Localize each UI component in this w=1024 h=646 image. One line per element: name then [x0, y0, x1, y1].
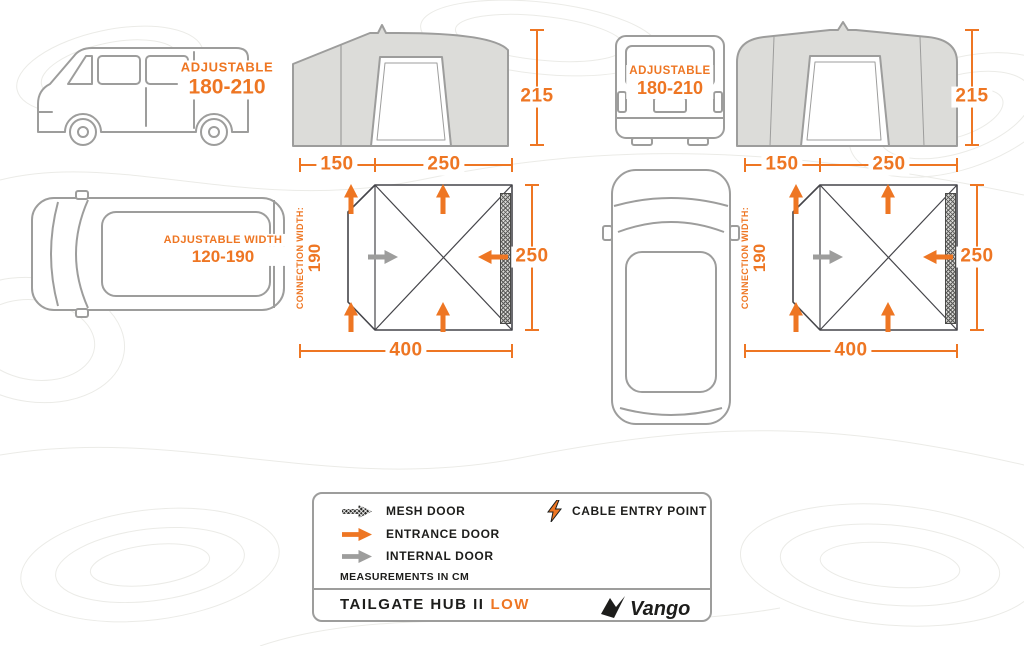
- awning-front-view-drawing: [736, 21, 958, 147]
- internal-door-label: INTERNAL DOOR: [386, 549, 494, 563]
- van-top-view-vertical-drawing: [602, 169, 740, 425]
- dim-connection-depth-label: 150: [761, 154, 803, 176]
- van-width-adjustable-label: ADJUSTABLE WIDTH 120-190: [160, 233, 286, 267]
- connection-width-text: CONNECTION WIDTH:: [739, 206, 750, 310]
- mesh-door-label: MESH DOOR: [386, 504, 466, 518]
- measurements-note: MEASUREMENTS IN CM: [340, 571, 470, 583]
- brand-wordmark: Vango: [630, 598, 690, 620]
- van-height-adjustable-label: ADJUSTABLE 180-210: [626, 65, 714, 99]
- connection-width-label: CONNECTION WIDTH: 190: [737, 193, 771, 323]
- connection-width-value: 190: [749, 243, 769, 273]
- brand-logo: Vango: [598, 593, 694, 621]
- legend-divider: [314, 588, 710, 590]
- adjustable-range: 180-210: [626, 78, 714, 99]
- dim-connection-depth-label: 150: [316, 154, 358, 176]
- entrance-door-icon: [342, 528, 372, 541]
- internal-door-icon: [342, 550, 372, 563]
- dim-height-label: 215: [516, 86, 558, 108]
- vango-logo: Vango: [601, 596, 690, 620]
- connection-width-text: CONNECTION WIDTH:: [294, 206, 305, 310]
- adjustable-width-text: ADJUSTABLE WIDTH: [160, 233, 286, 247]
- dim-height-label: 215: [951, 86, 993, 108]
- cable-entry-icon: [547, 500, 563, 522]
- dim-total-length-label: 400: [830, 340, 872, 362]
- van-height-adjustable-label: ADJUSTABLE 180-210: [177, 60, 277, 100]
- connection-width-value: 190: [304, 243, 324, 273]
- awning-plan-view-drawing: [347, 184, 513, 331]
- product-variant-text: LOW: [490, 596, 530, 613]
- cable-entry-label: CABLE ENTRY POINT: [572, 504, 707, 518]
- dim-body-depth-label: 250: [423, 154, 465, 176]
- mesh-door-icon: [342, 505, 372, 518]
- product-name-text: TAILGATE HUB II: [340, 596, 485, 613]
- connection-width-label: CONNECTION WIDTH: 190: [292, 193, 326, 323]
- adjustable-range: 180-210: [177, 75, 277, 100]
- adjustable-text: ADJUSTABLE: [177, 60, 277, 76]
- dim-width-label: 250: [511, 246, 553, 268]
- product-name: TAILGATE HUB II LOW: [340, 596, 530, 613]
- dimension-lines-right: [744, 29, 984, 358]
- legend-box: MESH DOOR CABLE ENTRY POINT ENTRANCE DOO…: [312, 492, 712, 622]
- entrance-door-label: ENTRANCE DOOR: [386, 527, 500, 541]
- dim-body-depth-label: 250: [868, 154, 910, 176]
- adjustable-width-range: 120-190: [160, 246, 286, 267]
- vango-swoosh-icon: [601, 596, 625, 618]
- dim-width-label: 250: [956, 246, 998, 268]
- dim-total-length-label: 400: [385, 340, 427, 362]
- adjustable-text: ADJUSTABLE: [626, 65, 714, 79]
- awning-side-view-drawing: [292, 24, 509, 147]
